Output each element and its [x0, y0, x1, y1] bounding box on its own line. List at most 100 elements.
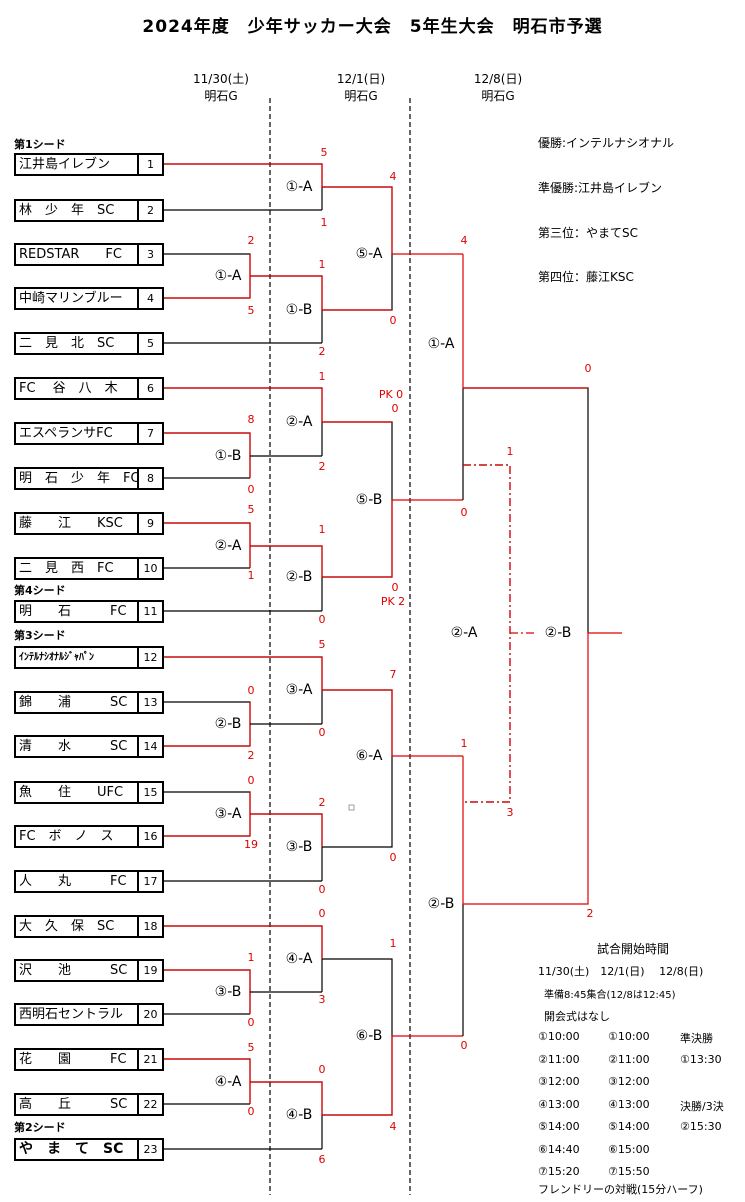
- score: 0: [318, 883, 326, 896]
- match-d3-2b: ②-B: [544, 625, 572, 641]
- page-title: 2024年度 少年サッカー大会 5年生大会 明石市予選: [142, 17, 603, 37]
- score: 0: [247, 1016, 255, 1029]
- marker-square: [348, 804, 355, 811]
- header-day1: 11/30(土) 明石G: [166, 71, 276, 105]
- score: 1: [320, 216, 328, 229]
- schedule-cell: ⑥15:00: [608, 1143, 650, 1156]
- team-name: 西明石セントラル: [19, 1007, 124, 1022]
- day1-round1-black: [164, 253, 251, 1105]
- team-number: 21: [137, 1050, 162, 1069]
- score: 1: [318, 370, 326, 383]
- match-d1-4a: ④-A: [214, 1074, 242, 1090]
- score: 5: [247, 503, 255, 516]
- score: 0: [318, 726, 326, 739]
- score: 0: [460, 1039, 468, 1052]
- match-d3-2a: ②-A: [450, 625, 478, 641]
- schedule-friendly: フレンドリーの対戦(15分ハーフ): [538, 1183, 703, 1196]
- score: 2: [247, 234, 255, 247]
- schedule-gather: 準備8:45集合(12/8は12:45): [544, 990, 676, 1001]
- team-name: 中崎マリンブルー: [19, 291, 123, 306]
- day2-winners-red: [164, 163, 463, 1116]
- team-name: 藤 江 KSC: [19, 516, 123, 531]
- team-name: 二 見 西 FC: [19, 561, 114, 576]
- team-number: 6: [137, 379, 162, 398]
- result-winner: 優勝:インテルナシオナル: [538, 136, 675, 150]
- result-runner-up: 準優勝:江井島イレブン: [538, 181, 663, 195]
- schedule-cell: ⑥14:40: [538, 1143, 580, 1156]
- match-d1-2a: ②-A: [214, 538, 242, 554]
- seed-label-1: 第1シード: [14, 138, 66, 151]
- score: 0: [391, 402, 399, 415]
- result-fourth: 第四位：藤江KSC: [538, 270, 634, 284]
- schedule-cell: ①13:30: [680, 1053, 722, 1066]
- header-day1-venue: 明石G: [204, 89, 238, 103]
- score: 5: [318, 638, 326, 651]
- header-day2-date: 12/1(日): [336, 72, 386, 86]
- schedule-ceremony: 開会式はなし: [544, 1010, 610, 1023]
- third-place-red: [463, 464, 537, 803]
- score: 0: [389, 851, 397, 864]
- team-name: 大 久 保 SC: [19, 919, 115, 934]
- score: 0: [247, 684, 255, 697]
- score: 8: [247, 413, 255, 426]
- team-name: 人 丸 FC: [19, 874, 127, 889]
- team-number: 16: [137, 827, 162, 846]
- schedule-cell: ①10:00: [608, 1030, 650, 1043]
- match-d2-6a: ⑥-A: [355, 748, 383, 764]
- schedule-cell: 準決勝: [680, 1032, 713, 1045]
- score: 2: [247, 749, 255, 762]
- match-d2-5a: ⑤-A: [355, 246, 383, 262]
- team-name: 林 少 年 SC: [19, 203, 115, 218]
- team-name: FC 谷 八 木: [19, 381, 118, 396]
- schedule-title: 試合開始時間: [597, 942, 670, 956]
- score: 0: [389, 314, 397, 327]
- score: 2: [318, 796, 326, 809]
- match-d2-6b: ⑥-B: [355, 1028, 383, 1044]
- match-d2-4a: ④-A: [285, 951, 313, 967]
- team-number: 4: [137, 289, 162, 308]
- match-d1-3a: ③-A: [214, 806, 242, 822]
- team-number: 3: [137, 245, 162, 264]
- score: 0: [584, 362, 592, 375]
- team-entry: FC 谷 八 木 6: [14, 377, 164, 400]
- team-number: 13: [137, 693, 162, 712]
- score: 1: [506, 445, 514, 458]
- team-number: 11: [137, 602, 162, 621]
- team-name: 高 丘 SC: [19, 1097, 128, 1112]
- team-name: や ま て SC: [19, 1141, 124, 1157]
- day3-red: [462, 254, 622, 905]
- team-name: 江井島イレブン: [19, 157, 111, 172]
- day1-winners-red: [164, 254, 251, 1104]
- result-third: 第三位：やまてSC: [538, 226, 638, 240]
- team-number: 9: [137, 514, 162, 533]
- match-d2-1a: ①-A: [285, 179, 313, 195]
- schedule-cell: ①10:00: [538, 1030, 580, 1043]
- team-entry: 大 久 保 SC 18: [14, 915, 164, 938]
- team-name: 清 水 SC: [19, 739, 128, 754]
- match-d2-5b: ⑤-B: [355, 492, 383, 508]
- score: 0: [247, 774, 255, 787]
- team-number: 18: [137, 917, 162, 936]
- schedule-cell: ⑦15:50: [608, 1165, 650, 1178]
- match-d1-3b: ③-B: [214, 984, 242, 1000]
- team-entry: FC ボ ノ ス 16: [14, 825, 164, 848]
- team-number: 5: [137, 334, 162, 353]
- score-pk: PK 2: [380, 595, 406, 608]
- score: 4: [460, 234, 468, 247]
- schedule-cell: ⑤14:00: [538, 1120, 580, 1133]
- team-name: 沢 池 SC: [19, 963, 128, 978]
- team-number: 23: [137, 1140, 162, 1159]
- header-day3-venue: 明石G: [481, 89, 515, 103]
- team-name: FC ボ ノ ス: [19, 829, 114, 844]
- score: 1: [460, 737, 468, 750]
